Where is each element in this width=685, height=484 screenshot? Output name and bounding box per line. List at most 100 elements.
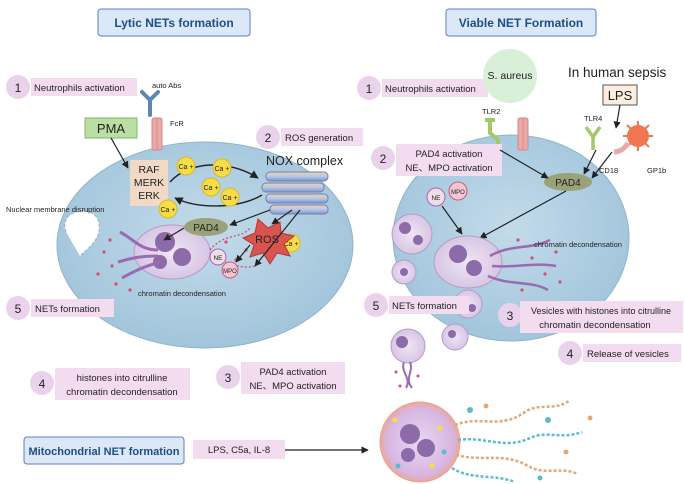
ca-ion: Ca +	[212, 158, 232, 178]
viable-step-3: 3 Vesicles with histones into citrulline…	[498, 301, 683, 333]
lytic-nucleus	[96, 224, 256, 292]
step-number: 4	[39, 377, 46, 391]
step-label-bg	[520, 301, 683, 333]
viable-step-1: 1 Neutrophils activation	[357, 76, 488, 100]
svg-text:Ca +: Ca +	[223, 195, 238, 202]
step-label-bg	[241, 362, 345, 394]
step-circle	[6, 75, 30, 99]
mito-stimuli-box: LPS, C5a, IL-8	[193, 440, 285, 459]
step-circle	[498, 303, 522, 327]
step-number: 1	[15, 81, 22, 95]
step-label-bg	[389, 296, 469, 314]
viable-chromatin-label: chromatin decondensation	[534, 240, 622, 249]
svg-text:MPO: MPO	[451, 190, 465, 196]
svg-text:MPO: MPO	[223, 269, 237, 275]
lytic-step-1: 1 Neutrophils activation	[6, 75, 137, 99]
lytic-step-4: 4 histones into citrulline chromatin dec…	[30, 368, 190, 400]
viable-title: Viable NET Formation	[459, 16, 583, 30]
lytic-title: Lytic NETs formation	[114, 16, 233, 30]
svg-text:NE: NE	[213, 255, 223, 262]
viable-vesicles	[391, 213, 483, 319]
step-label-bg	[382, 79, 488, 97]
kinase-box: RAF MERK ERK	[130, 160, 168, 206]
nox-complex-icon	[261, 171, 329, 215]
s-aureus-bacterium: S. aureus	[483, 49, 537, 103]
lytic-ne: NE	[209, 248, 227, 266]
step-circle	[357, 76, 381, 100]
mito-title: Mitochondrial NET formation	[29, 446, 180, 458]
step-label-line2: chromatin decondensation	[66, 387, 177, 398]
fcr-receptor-icon	[151, 117, 163, 151]
lytic-step-3: 3 PAD4 activation NE、MPO activation	[216, 362, 345, 394]
svg-text:Ca +: Ca +	[161, 207, 176, 214]
lytic-chromatin-label: chromatin decondensation	[138, 289, 226, 298]
step-label-line2: NE、MPO activation	[405, 163, 492, 174]
viable-ne: NE	[426, 187, 446, 207]
viable-step-5: 5 NETs formation	[364, 293, 469, 317]
step-number: 4	[567, 347, 574, 361]
svg-text:Ca +: Ca +	[204, 185, 219, 192]
viable-step-2: 2 PAD4 activation NE、MPO activation	[371, 144, 502, 176]
step-label-bg	[31, 299, 114, 317]
step-label: Release of vesicles	[587, 349, 669, 360]
step-circle	[364, 293, 388, 317]
step-number: 5	[373, 299, 380, 313]
step-circle	[256, 125, 280, 149]
step-label-bg	[55, 368, 190, 400]
step-label-line1: Vesicles with histones into citrulline	[531, 306, 671, 316]
step-label: Neutrophils activation	[34, 83, 125, 94]
s-aureus-label: S. aureus	[488, 70, 533, 82]
mito-title-box: Mitochondrial NET formation	[23, 436, 185, 465]
step-number: 1	[366, 82, 373, 96]
ca-ion: Ca +	[176, 156, 196, 176]
step-label: ROS generation	[285, 133, 353, 144]
viable-mpo: MPO	[448, 181, 468, 201]
step-label-bg	[281, 128, 363, 146]
lps-box: LPS	[602, 84, 638, 106]
step-number: 2	[265, 131, 272, 145]
step-label-bg	[396, 144, 502, 176]
kinase-merk: MERK	[134, 177, 164, 189]
step-circle	[558, 341, 582, 365]
ca-ion: Ca +	[220, 187, 240, 207]
step-circle	[6, 296, 30, 320]
fcr-label: FcR	[170, 119, 184, 128]
step-circle	[371, 146, 395, 170]
step-label-line2: chromatin decondensation	[539, 320, 650, 331]
calcium-ions: Ca + Ca + Ca + Ca + Ca + Ca +	[158, 156, 301, 253]
svg-text:Ca +: Ca +	[284, 241, 299, 248]
svg-text:PAD4: PAD4	[555, 178, 581, 189]
lps-label: LPS	[608, 88, 633, 103]
step-number: 2	[380, 152, 387, 166]
viable-nucleus	[433, 235, 562, 292]
kinase-erk: ERK	[138, 190, 160, 202]
auto-abs-label: auto Abs	[152, 81, 181, 90]
ca-ion: Ca +	[158, 199, 178, 219]
step-number: 3	[507, 309, 514, 323]
step-label: NETs formation	[392, 301, 457, 312]
viable-fcr-icon	[517, 117, 529, 151]
tlr2-label: TLR2	[482, 107, 500, 116]
mito-granules	[467, 403, 593, 481]
step-circle	[216, 365, 240, 389]
lytic-step-2: 2 ROS generation	[256, 125, 363, 149]
tlr4-label: TLR4	[584, 114, 602, 123]
mito-neutrophil	[379, 401, 461, 483]
step-number: 3	[225, 371, 232, 385]
lytic-step-5: 5 NETs formation	[6, 296, 114, 320]
pma-box: PMA	[84, 117, 138, 139]
step-label: NETs formation	[35, 304, 100, 315]
mito-stimuli-label: LPS, C5a, IL-8	[208, 445, 270, 456]
lytic-title-box: Lytic NETs formation	[97, 8, 251, 37]
ros-burst: ROS	[241, 218, 296, 265]
mito-dna-strands	[451, 398, 583, 484]
ca-ion: Ca +	[201, 177, 221, 197]
nox-complex-label: NOX complex	[266, 154, 344, 168]
platelet-icon	[623, 121, 653, 151]
kinase-raf: RAF	[139, 164, 160, 176]
svg-text:NE: NE	[431, 195, 441, 202]
released-net-cell	[390, 328, 426, 389]
step-label-line1: histones into citrulline	[77, 373, 168, 384]
